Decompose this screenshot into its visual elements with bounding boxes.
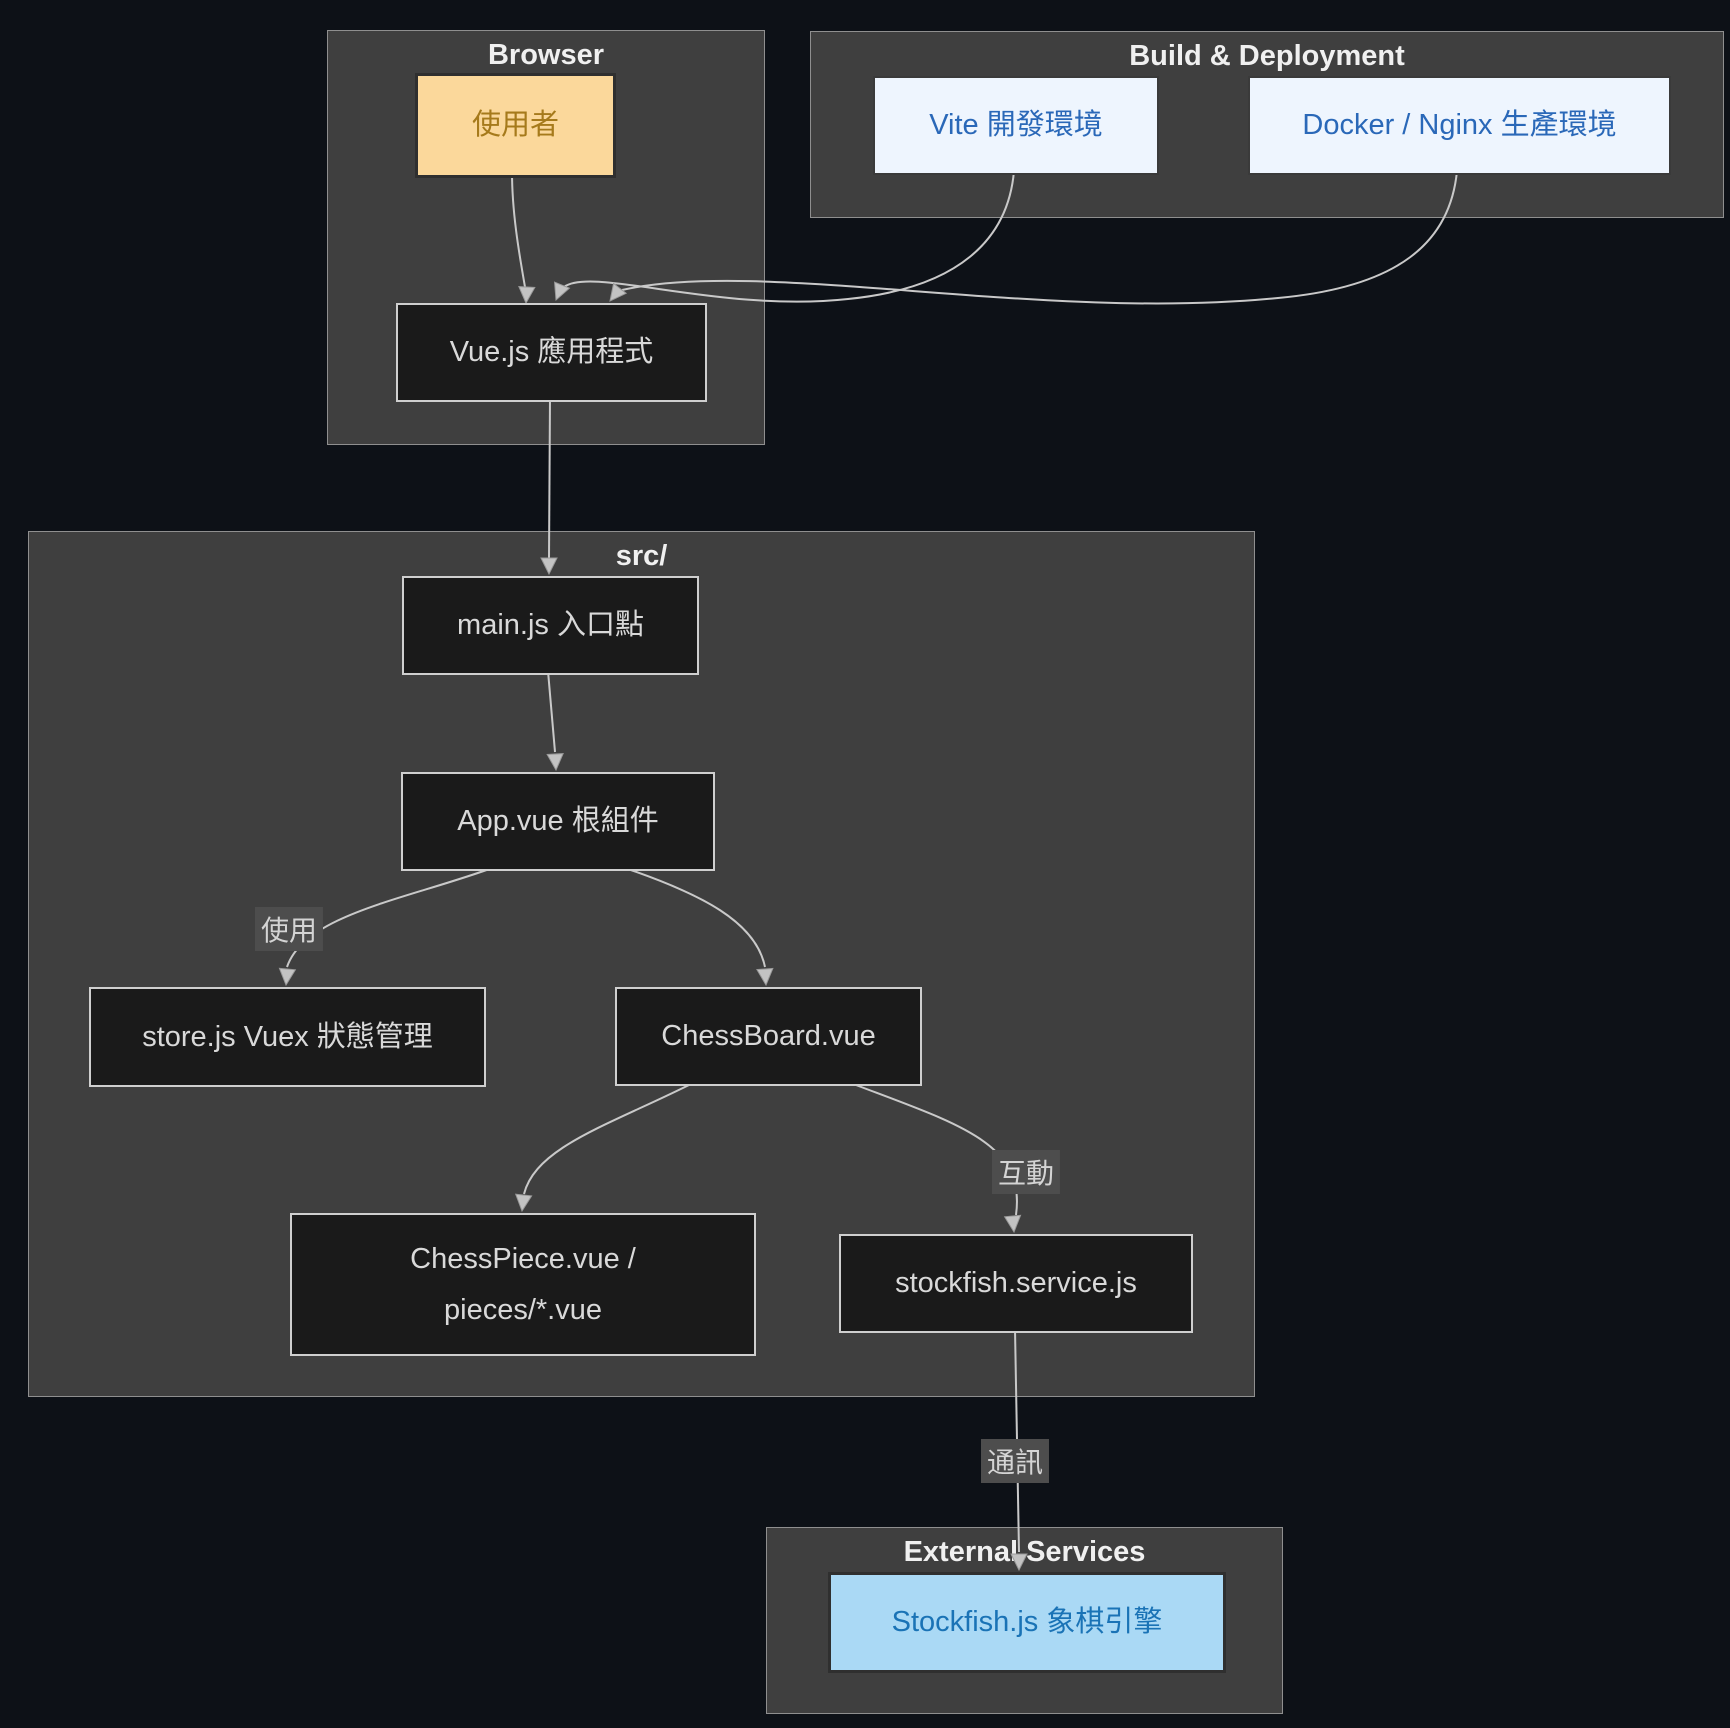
edge-label-use: 使用 bbox=[254, 907, 324, 951]
node-store-js-label: store.js Vuex 狀態管理 bbox=[142, 1020, 433, 1053]
cluster-browser-title: Browser bbox=[487, 39, 605, 71]
cluster-build-deployment-title: Build & Deployment bbox=[1129, 40, 1405, 72]
node-chessboard: ChessBoard.vue bbox=[615, 987, 922, 1086]
node-main-js: main.js 入口點 bbox=[402, 576, 699, 675]
edge-label-communicate: 通訊 bbox=[980, 1439, 1050, 1483]
node-stockfish-js: Stockfish.js 象棋引擎 bbox=[828, 1572, 1226, 1673]
node-vite-dev: Vite 開發環境 bbox=[873, 76, 1159, 175]
node-vite-dev-label: Vite 開發環境 bbox=[929, 109, 1103, 142]
node-user: 使用者 bbox=[415, 73, 616, 178]
node-docker-nginx: Docker / Nginx 生產環境 bbox=[1248, 76, 1671, 175]
node-chesspiece-label-line2: pieces/*.vue bbox=[444, 1293, 602, 1326]
node-chessboard-label: ChessBoard.vue bbox=[661, 1020, 876, 1053]
node-app-vue-label: App.vue 根組件 bbox=[457, 805, 659, 838]
node-vue-app-label: Vue.js 應用程式 bbox=[449, 336, 654, 369]
node-stockfish-js-label: Stockfish.js 象棋引擎 bbox=[891, 1606, 1163, 1639]
node-stockfish-service: stockfish.service.js bbox=[839, 1234, 1193, 1333]
node-vue-app: Vue.js 應用程式 bbox=[396, 303, 707, 402]
node-app-vue: App.vue 根組件 bbox=[401, 772, 715, 871]
edge-label-interact: 互動 bbox=[991, 1150, 1061, 1194]
node-chesspiece-label-line1: ChessPiece.vue / bbox=[410, 1242, 636, 1275]
cluster-external-services-title: External Services bbox=[903, 1536, 1146, 1568]
node-docker-nginx-label: Docker / Nginx 生產環境 bbox=[1302, 109, 1617, 142]
node-main-js-label: main.js 入口點 bbox=[457, 609, 644, 642]
cluster-src-title: src/ bbox=[615, 540, 668, 572]
node-user-label: 使用者 bbox=[471, 109, 559, 142]
node-chesspiece: ChessPiece.vue / pieces/*.vue bbox=[290, 1213, 756, 1356]
node-store-js: store.js Vuex 狀態管理 bbox=[89, 987, 486, 1087]
node-stockfish-service-label: stockfish.service.js bbox=[895, 1267, 1137, 1300]
